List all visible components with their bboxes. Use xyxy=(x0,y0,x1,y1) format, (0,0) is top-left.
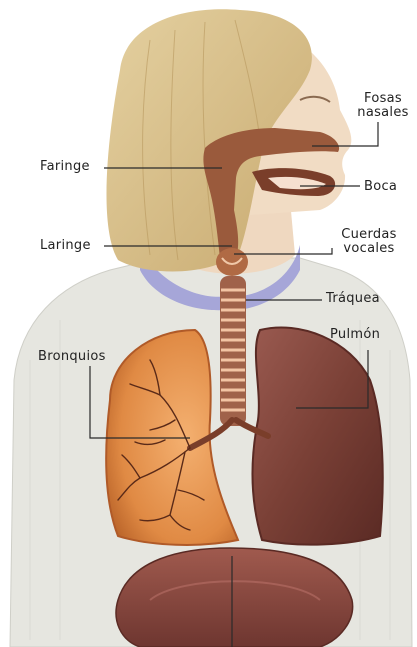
label-faringe: Faringe xyxy=(40,160,90,174)
label-bronquios: Bronquios xyxy=(38,350,106,364)
label-fosas-line1: Fosas xyxy=(352,92,414,106)
label-pulmon: Pulmón xyxy=(330,328,380,342)
label-fosas-line2: nasales xyxy=(352,106,414,120)
label-cuerdas-vocales: Cuerdas vocales xyxy=(334,228,404,256)
label-cuerdas-line1: Cuerdas xyxy=(334,228,404,242)
label-fosas-nasales: Fosas nasales xyxy=(352,92,414,120)
label-cuerdas-line2: vocales xyxy=(334,242,404,256)
label-boca: Boca xyxy=(364,180,397,194)
label-traquea: Tráquea xyxy=(326,292,380,306)
label-laringe: Laringe xyxy=(40,239,91,253)
